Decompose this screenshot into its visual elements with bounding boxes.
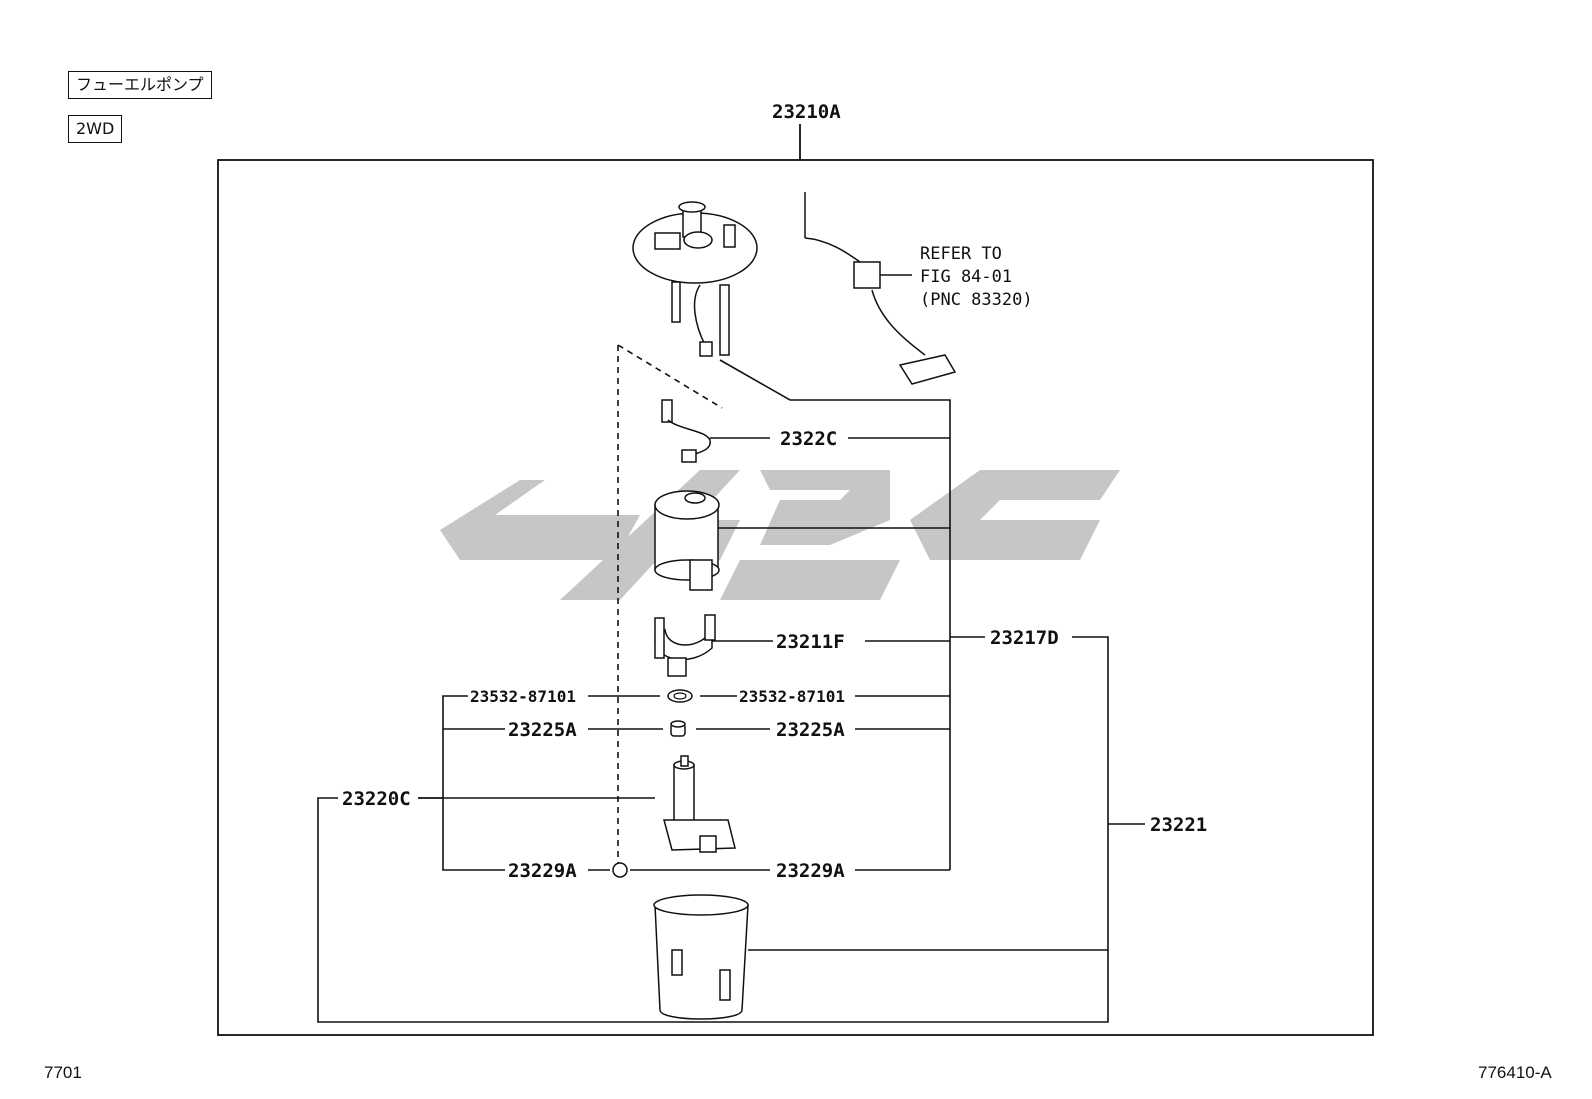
label-23211f: 23211F xyxy=(776,631,845,653)
fuel-sender-gauge xyxy=(804,192,957,385)
dashed-guide xyxy=(617,344,723,870)
variant-tag: 2WD xyxy=(68,115,123,143)
label-23221: 23221 xyxy=(1150,814,1207,836)
label-23225a-left: 23225A xyxy=(508,719,577,741)
pump-bracket-part xyxy=(654,614,716,677)
label-2322c: 2322C xyxy=(780,428,837,450)
label-23229a-right: 23229A xyxy=(776,860,845,882)
label-23532-left: 23532-87101 xyxy=(470,687,576,706)
clip-part xyxy=(612,862,628,878)
label-23210a: 23210A xyxy=(772,101,841,123)
refer-line-1: REFER TO xyxy=(920,244,1002,264)
label-23532-right: 23532-87101 xyxy=(739,687,845,706)
title-tag: フューエルポンプ xyxy=(68,71,212,99)
refer-line-2: FIG 84-01 xyxy=(920,267,1012,287)
footer-right-code: 776410-A xyxy=(1478,1063,1552,1082)
cushion-part xyxy=(670,720,686,737)
gauge-wire-part xyxy=(661,399,711,463)
fuel-filter-part xyxy=(654,490,720,591)
label-23220c: 23220C xyxy=(342,788,411,810)
fuel-cup-part xyxy=(653,894,749,1020)
label-23225a-right: 23225A xyxy=(776,719,845,741)
label-23217d: 23217D xyxy=(990,627,1059,649)
assembly-frame xyxy=(217,124,1374,1036)
footer-left-code: 7701 xyxy=(44,1063,82,1082)
label-23229a-left: 23229A xyxy=(508,860,577,882)
variant-tag-text: 2WD xyxy=(76,119,115,138)
pump-flange xyxy=(632,201,758,357)
leader-lines xyxy=(317,359,1145,1023)
title-tag-text: フューエルポンプ xyxy=(76,75,204,94)
watermark-logo xyxy=(440,470,1120,600)
fuel-pump-part xyxy=(663,755,736,853)
refer-line-3: (PNC 83320) xyxy=(920,290,1033,310)
